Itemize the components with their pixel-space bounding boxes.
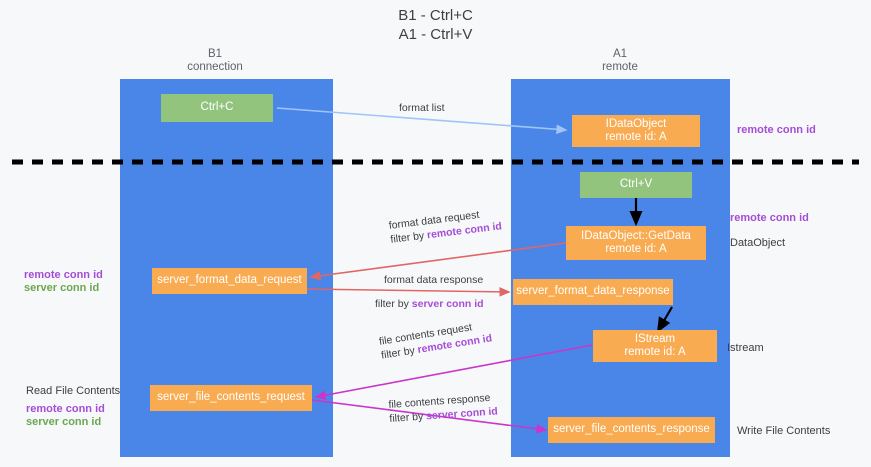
column-header-b1: B1 connection	[150, 48, 280, 74]
column-header-a1-sub: remote	[602, 61, 638, 73]
right-label-write-file-contents: Write File Contents	[737, 425, 831, 437]
title-line-1: B1 - Ctrl+C	[398, 7, 473, 24]
column-header-a1: A1 remote	[555, 48, 685, 74]
column-header-a1-name: A1	[612, 48, 628, 60]
node-idataobject[interactable]: IDataObject remote id: A	[572, 115, 700, 147]
column-header-b1-sub: connection	[187, 61, 243, 73]
left-label-read-file-contents: Read File Contents	[26, 385, 121, 397]
node-server-format-data-request[interactable]: server_format_data_request	[152, 268, 307, 294]
node-istream-line-2: remote id: A	[624, 346, 686, 358]
node-idataobject-line-1: IDataObject	[605, 117, 667, 130]
title-line-2: A1 - Ctrl+V	[398, 26, 473, 43]
edge-label-file-contents-request: file contents request filter by remote c…	[378, 317, 493, 362]
node-idataobject-getdata-line-2: remote id: A	[605, 243, 667, 255]
left-label-server-conn-id-2: server conn id	[26, 416, 102, 428]
left-label-remote-conn-id-1: remote conn id	[24, 269, 103, 281]
node-ctrl-v[interactable]: Ctrl+V	[580, 172, 692, 198]
edge-label-format-data-response-main: format data response	[384, 274, 484, 286]
column-header-b1-name: B1	[207, 48, 223, 60]
right-label-dataobject: DataObject	[730, 237, 786, 249]
filter-key-server-conn-id: server conn id	[425, 405, 499, 423]
node-server-file-contents-request[interactable]: server_file_contents_request	[150, 385, 312, 411]
node-server-file-contents-response-label: server_file_contents_response	[553, 423, 710, 436]
diagram-title: B1 - Ctrl+C A1 - Ctrl+V	[0, 6, 871, 44]
filter-key-server-conn-id: server conn id	[411, 298, 484, 310]
edge-label-format-data-response: format data response	[384, 273, 483, 287]
node-server-file-contents-request-label: server_file_contents_request	[157, 391, 305, 404]
node-istream-line-1: IStream	[634, 332, 676, 345]
filter-prefix: filter by	[389, 410, 427, 425]
edge-label-format-data-response-filter: filter by server conn id	[375, 297, 484, 311]
node-istream[interactable]: IStream remote id: A	[593, 330, 717, 362]
left-label-server-conn-id-1: server conn id	[24, 282, 100, 294]
node-server-format-data-response-label: server_format_data_response	[516, 285, 670, 298]
node-idataobject-getdata[interactable]: IDataObject::GetData remote id: A	[566, 226, 706, 260]
node-server-file-contents-response[interactable]: server_file_contents_response	[548, 417, 715, 443]
edge-label-format-list: format list	[399, 102, 445, 114]
right-label-remote-conn-id-mid: remote conn id	[730, 212, 809, 224]
edge-label-format-data-request: format data request filter by remote con…	[388, 205, 503, 246]
node-server-format-data-response[interactable]: server_format_data_response	[513, 279, 673, 305]
node-ctrl-v-label: Ctrl+V	[619, 178, 653, 191]
node-ctrl-c[interactable]: Ctrl+C	[161, 94, 273, 122]
node-ctrl-c-label: Ctrl+C	[200, 101, 234, 114]
right-label-remote-conn-id-top: remote conn id	[737, 124, 816, 136]
right-label-istream: Istream	[727, 342, 764, 354]
node-idataobject-line-2: remote id: A	[605, 131, 667, 143]
filter-prefix: filter by	[375, 298, 412, 310]
edge-label-file-contents-response: file contents response filter by server …	[388, 390, 498, 426]
filter-prefix: filter by	[389, 229, 428, 246]
left-label-remote-conn-id-2: remote conn id	[26, 403, 105, 415]
node-server-format-data-request-label: server_format_data_request	[157, 274, 302, 287]
node-idataobject-getdata-line-1: IDataObject::GetData	[581, 229, 691, 242]
